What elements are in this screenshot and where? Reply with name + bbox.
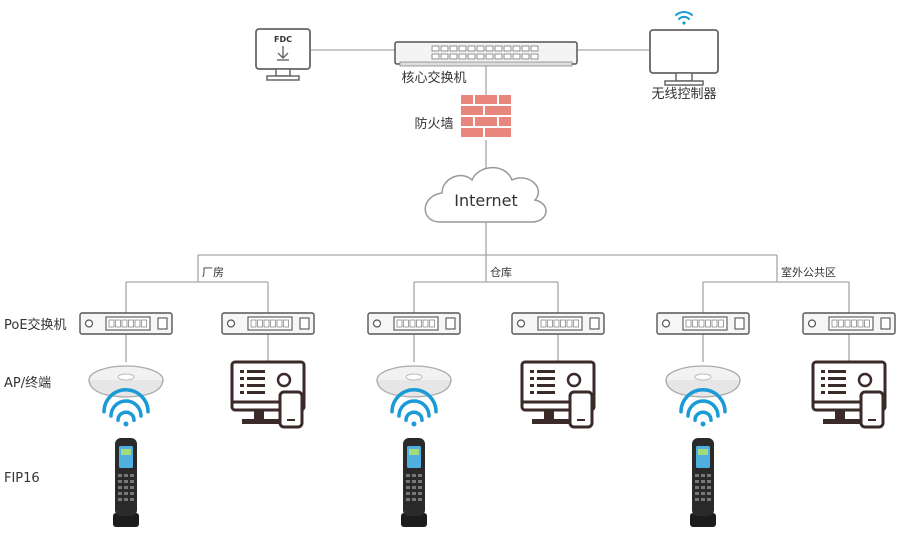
workstation-icon: [230, 360, 306, 429]
core-switch-icon: [394, 41, 578, 67]
cordless-phone-icon: [113, 438, 139, 527]
core-switch-label: 核心交换机: [401, 70, 466, 86]
firewall-icon: [461, 95, 511, 137]
fdc-monitor-icon: FDC: [255, 28, 311, 81]
poe-switches: [79, 312, 896, 335]
ceiling-ap-icon: [88, 365, 164, 398]
zone-label-factory: 厂房: [202, 266, 224, 279]
row-label-poe-switch: PoE交换机: [4, 317, 67, 333]
workstation-icon: [811, 360, 887, 429]
internet-label: Internet: [454, 191, 518, 210]
wireless-controller-label: 无线控制器: [651, 87, 716, 102]
poe-switch-icon: [79, 312, 173, 335]
poe-switch-icon: [511, 312, 605, 335]
internet-cloud-icon: [424, 166, 547, 223]
wireless-controller-icon: [649, 11, 719, 86]
connection-lines: [125, 49, 850, 362]
wifi-signal-icon: [102, 388, 150, 427]
zone-label-warehouse: 仓库: [490, 265, 512, 279]
poe-switch-icon: [367, 312, 461, 335]
poe-switch-icon: [221, 312, 315, 335]
row-label-ap-terminal: AP/终端: [4, 375, 51, 391]
zone-label-outdoor: 室外公共区: [781, 265, 836, 279]
wifi-icon: [675, 11, 693, 25]
ceiling-ap-icon: [665, 365, 741, 398]
cordless-phone-icon: [401, 438, 427, 527]
workstation-icon: [520, 360, 596, 429]
firewall-label: 防火墙: [414, 116, 453, 132]
poe-switch-icon: [656, 312, 750, 335]
wifi-signal-icon: [390, 388, 438, 427]
cordless-phone-icon: [690, 438, 716, 527]
poe-switch-icon: [802, 312, 896, 335]
fdc-label: FDC: [274, 35, 292, 44]
wifi-signal-icon: [679, 388, 727, 427]
ceiling-ap-icon: [376, 365, 452, 398]
row-label-fip16: FIP16: [4, 471, 40, 486]
